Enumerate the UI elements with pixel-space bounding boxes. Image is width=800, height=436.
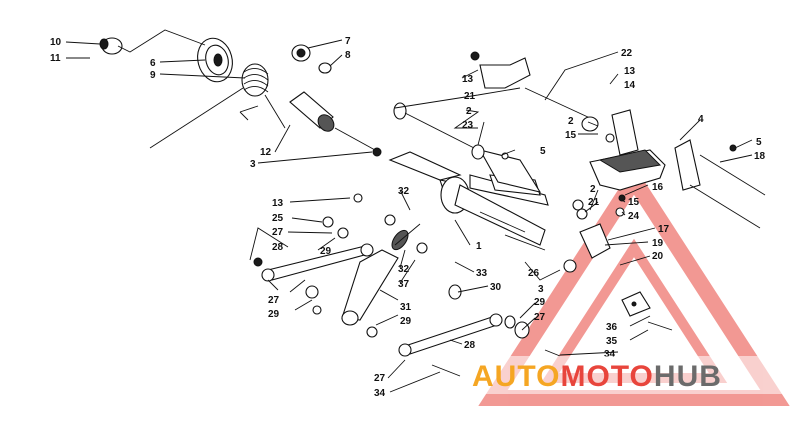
callout-2: 2 [590, 184, 596, 195]
callout-18: 18 [754, 151, 766, 162]
callout-13: 13 [624, 66, 636, 77]
callout-27: 27 [268, 295, 280, 306]
watermark-hub: HUB [654, 360, 722, 393]
callout-32: 32 [398, 264, 410, 275]
callout-23: 23 [462, 120, 474, 131]
callout-16: 16 [652, 182, 664, 193]
callout-24: 24 [628, 211, 640, 222]
callout-34: 34 [374, 388, 386, 399]
part-rear-bracket [589, 109, 766, 229]
callout-29: 29 [320, 246, 332, 257]
part-bracket-top [470, 51, 531, 89]
parts-drawing [99, 37, 766, 377]
part-link-upper [261, 243, 374, 282]
leader-lines [65, 29, 753, 393]
callout-36: 36 [606, 322, 618, 333]
watermark-text: AUTOMOTOHUB [468, 356, 790, 394]
callout-27: 27 [534, 312, 546, 323]
part-spacer-tube [289, 91, 335, 132]
callout-12: 12 [260, 147, 272, 158]
part-idler-wheel [197, 37, 233, 83]
watermark-auto: AUTO [472, 360, 560, 393]
callout-17: 17 [658, 224, 670, 235]
part-bushing-7-8 [291, 44, 332, 74]
part-shock-absorber [341, 223, 421, 326]
callout-2: 2 [466, 106, 472, 117]
callout-14: 14 [624, 80, 636, 91]
callout-32: 32 [398, 186, 410, 197]
svg-text:AUTOMOTOHUB: AUTOMOTOHUB [472, 360, 722, 393]
callout-29: 29 [268, 309, 280, 320]
callout-27: 27 [272, 227, 284, 238]
callout-13: 13 [462, 74, 474, 85]
callout-20: 20 [652, 251, 664, 262]
callout-3: 3 [538, 284, 544, 295]
callout-27: 27 [374, 373, 386, 384]
callout-5: 5 [756, 137, 762, 148]
callout-11: 11 [50, 53, 61, 64]
part-torsion-spring [149, 63, 286, 149]
callout-labels: 10 11 7 8 6 9 12 3 13 21 2 23 5 22 13 14… [50, 36, 766, 399]
callout-2: 2 [568, 116, 574, 127]
callout-26: 26 [528, 268, 540, 279]
callout-25: 25 [272, 213, 284, 224]
callout-10: 10 [50, 37, 62, 48]
callout-5: 5 [540, 146, 546, 157]
callout-3: 3 [250, 159, 256, 170]
callout-37: 37 [398, 279, 410, 290]
part-shaft-22 [524, 87, 599, 132]
callout-31: 31 [400, 302, 412, 313]
callout-15: 15 [628, 197, 640, 208]
callout-6: 6 [150, 58, 156, 69]
watermark-moto: MOTO [560, 360, 653, 393]
callout-19: 19 [652, 238, 664, 249]
callout-15: 15 [565, 130, 577, 141]
callout-35: 35 [606, 336, 618, 347]
callout-8: 8 [345, 50, 351, 61]
callout-29: 29 [400, 316, 412, 327]
callout-13: 13 [272, 198, 284, 209]
callout-29: 29 [534, 297, 546, 308]
callout-7: 7 [345, 36, 351, 47]
callout-21: 21 [588, 197, 600, 208]
callout-21: 21 [464, 91, 476, 102]
callout-28: 28 [272, 242, 284, 253]
callout-34: 34 [604, 349, 616, 360]
callout-4: 4 [698, 114, 704, 125]
part-link-lower [398, 313, 503, 357]
part-bushing-top-left [99, 37, 123, 55]
callout-33: 33 [476, 268, 488, 279]
part-front-arm [388, 149, 549, 246]
callout-9: 9 [150, 70, 156, 81]
callout-1: 1 [476, 241, 482, 252]
callout-22: 22 [621, 48, 633, 59]
callout-28: 28 [464, 340, 476, 351]
callout-30: 30 [490, 282, 502, 293]
